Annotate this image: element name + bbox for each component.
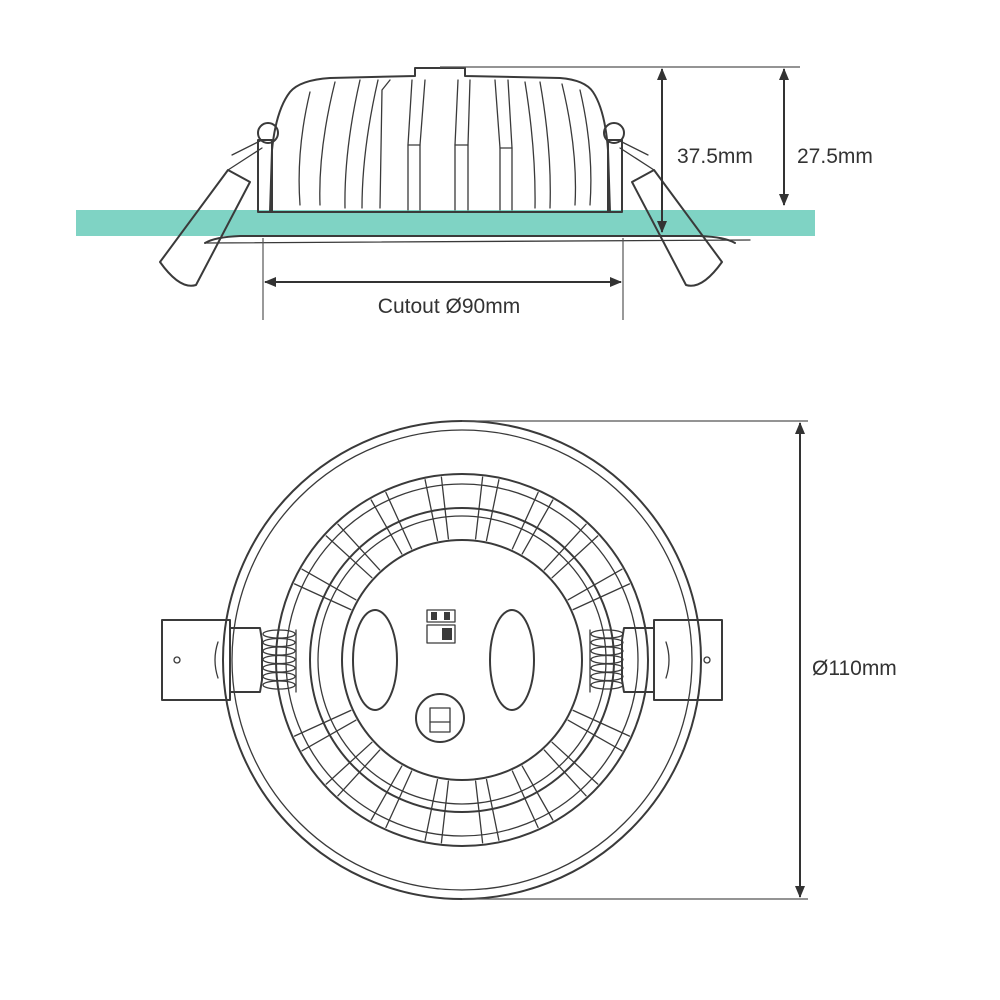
- left-spring-mount: [161, 619, 297, 701]
- fin-line: [440, 476, 450, 540]
- fin-line: [567, 568, 623, 601]
- housing-body: [267, 67, 613, 213]
- left-spring-clip: [159, 122, 279, 287]
- height-recessed-label: 27.5mm: [797, 145, 873, 168]
- bezel-rim: [204, 235, 751, 244]
- coil-turn: [590, 663, 624, 673]
- radial-fins: [293, 476, 631, 844]
- height-total-label: 37.5mm: [677, 145, 753, 168]
- fin-line: [474, 476, 484, 540]
- coil-turn: [262, 680, 296, 690]
- fin-line: [572, 583, 631, 611]
- fin-line: [325, 535, 373, 579]
- fin-line: [474, 780, 484, 844]
- fin-line: [337, 523, 381, 571]
- fin-line: [567, 719, 623, 752]
- outer-diameter-label: Ø110mm: [812, 657, 897, 680]
- fin-line: [385, 770, 413, 829]
- fin-line: [521, 765, 554, 821]
- left-coil-spring: [262, 629, 296, 690]
- fin-line: [485, 778, 500, 841]
- fin-line: [370, 765, 403, 821]
- fin-line: [511, 491, 539, 550]
- fin-line: [293, 709, 352, 737]
- fin-line: [543, 523, 587, 571]
- coil-turn: [262, 637, 296, 648]
- fin-line: [543, 749, 587, 797]
- coil-turn: [590, 629, 624, 639]
- coil-turn: [590, 654, 624, 665]
- fin-line: [293, 583, 352, 611]
- coil-turn: [590, 646, 624, 656]
- center-driver-module: [352, 609, 535, 743]
- right-coil-spring: [590, 629, 624, 690]
- fin-line: [572, 709, 631, 737]
- fin-line: [440, 780, 450, 844]
- fin-line: [551, 741, 599, 785]
- right-spring-clip: [603, 122, 723, 287]
- coil-turn: [590, 680, 624, 690]
- fin-line: [325, 741, 373, 785]
- cable-entry: [415, 693, 465, 743]
- coil-turn: [590, 637, 624, 648]
- fin-line: [551, 535, 599, 579]
- fin-line: [301, 568, 357, 601]
- fin-line: [337, 749, 381, 797]
- fin-line: [511, 770, 539, 829]
- cutout-label: Cutout Ø90mm: [378, 295, 520, 318]
- coil-turn: [590, 671, 624, 682]
- fin-line: [370, 499, 403, 555]
- fin-line: [301, 719, 357, 752]
- side-view: 37.5mm 27.5mm Cutout Ø90mm: [76, 66, 873, 320]
- coil-turn: [262, 646, 296, 656]
- ceiling-band: [76, 210, 815, 236]
- fin-line: [424, 479, 439, 542]
- coil-turn: [262, 671, 296, 682]
- fin-line: [424, 778, 439, 841]
- coil-turn: [262, 654, 296, 665]
- fin-line: [385, 491, 413, 550]
- coil-turn: [262, 663, 296, 673]
- fin-line: [521, 499, 554, 555]
- bottom-view: Ø110mm: [161, 420, 897, 900]
- fin-line: [485, 479, 500, 542]
- inner-bezel: [231, 429, 693, 891]
- right-spring-mount: [589, 619, 723, 701]
